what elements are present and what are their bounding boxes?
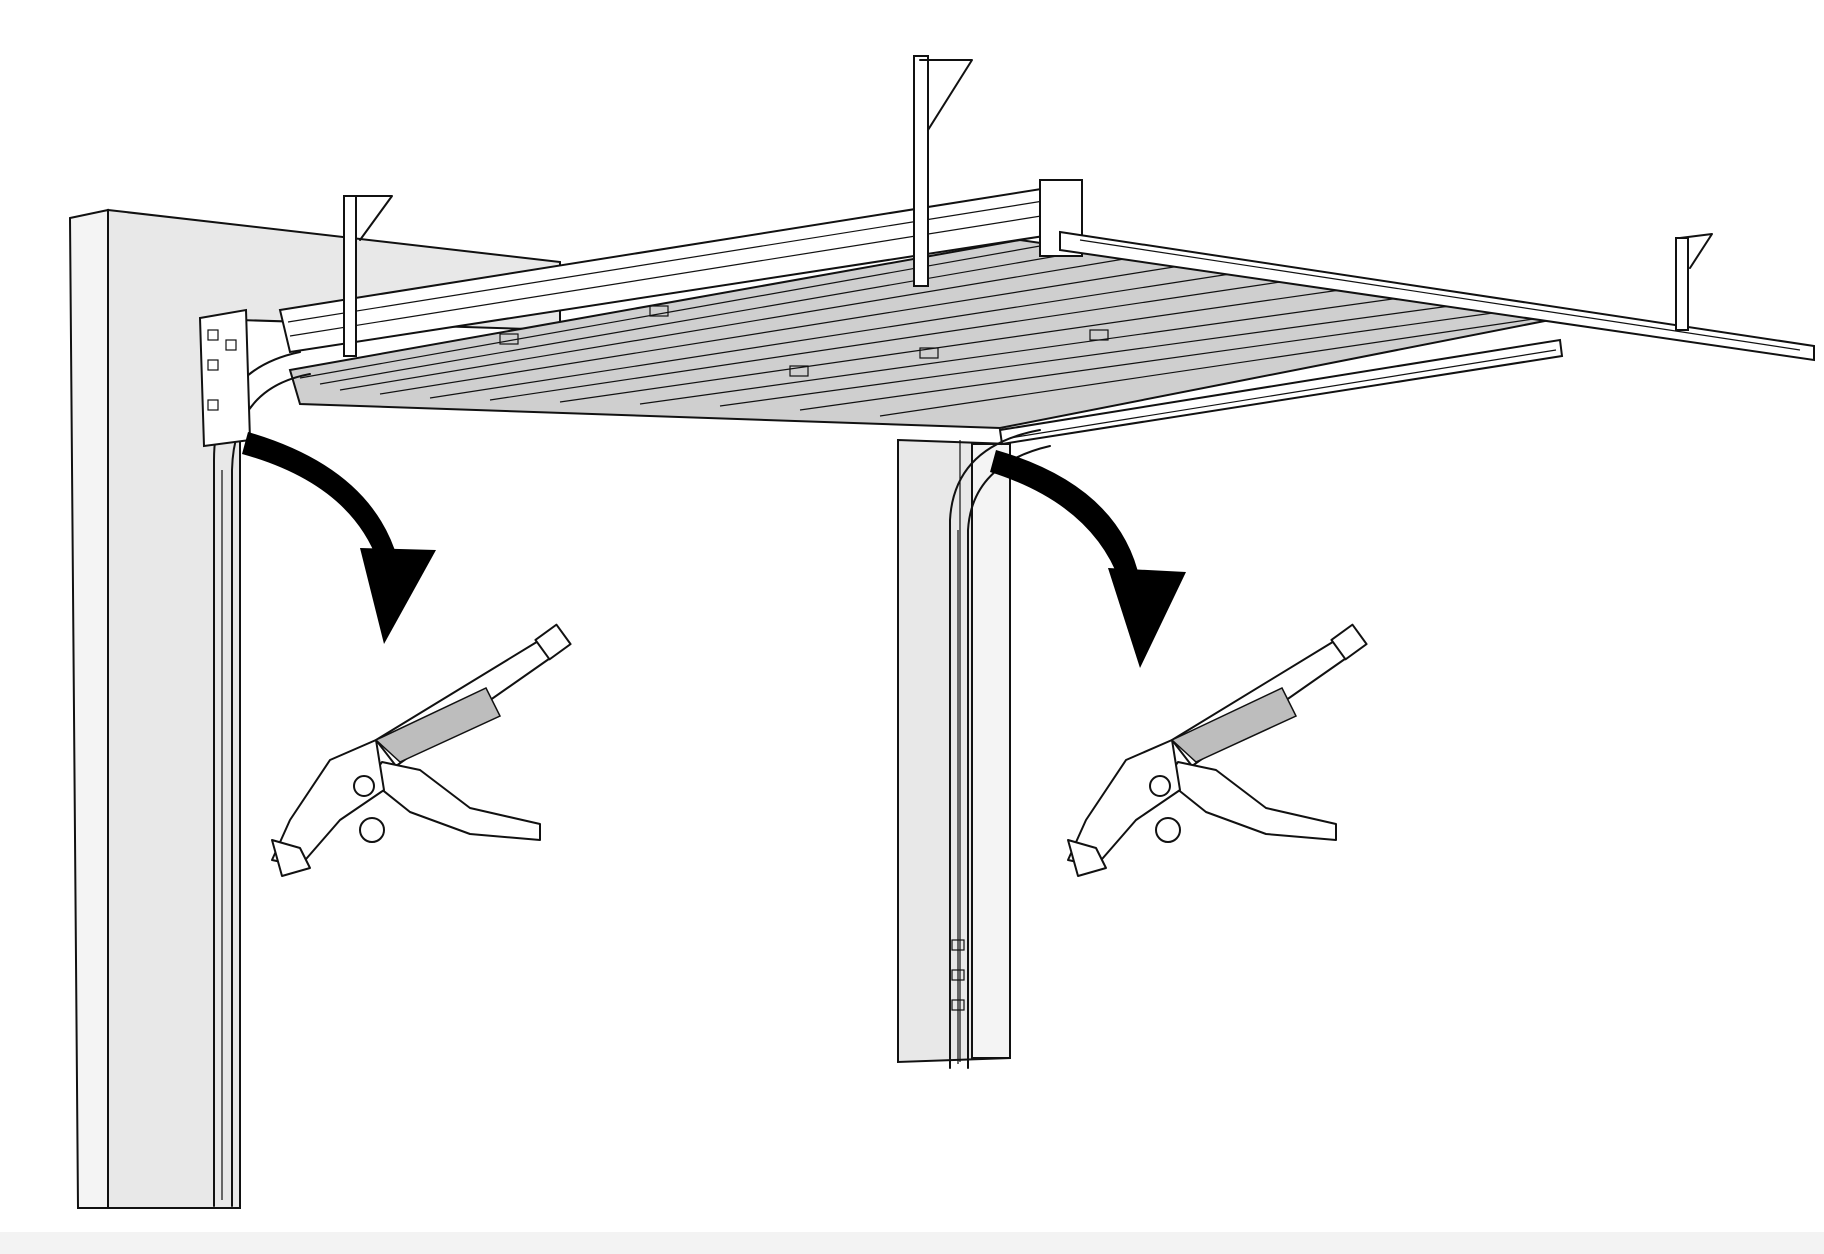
arrow-down-curved-icon bbox=[990, 450, 1186, 668]
locking-pliers-icon bbox=[271, 623, 572, 877]
right-vertical-track bbox=[949, 429, 1051, 1069]
arrow-down-curved-icon bbox=[242, 432, 436, 644]
horizontal-tracks bbox=[278, 55, 1815, 446]
panel-grooves bbox=[299, 245, 1541, 417]
left-vertical-track bbox=[198, 308, 311, 1207]
panel-hinges bbox=[499, 305, 1109, 377]
ceiling-hangers bbox=[343, 55, 1713, 357]
right-wall-pillar bbox=[897, 438, 1011, 1064]
bottom-band bbox=[0, 1232, 1824, 1254]
door-panel bbox=[288, 238, 1561, 430]
left-wall-pillar bbox=[68, 208, 561, 1209]
locking-pliers-icon bbox=[1067, 623, 1368, 877]
